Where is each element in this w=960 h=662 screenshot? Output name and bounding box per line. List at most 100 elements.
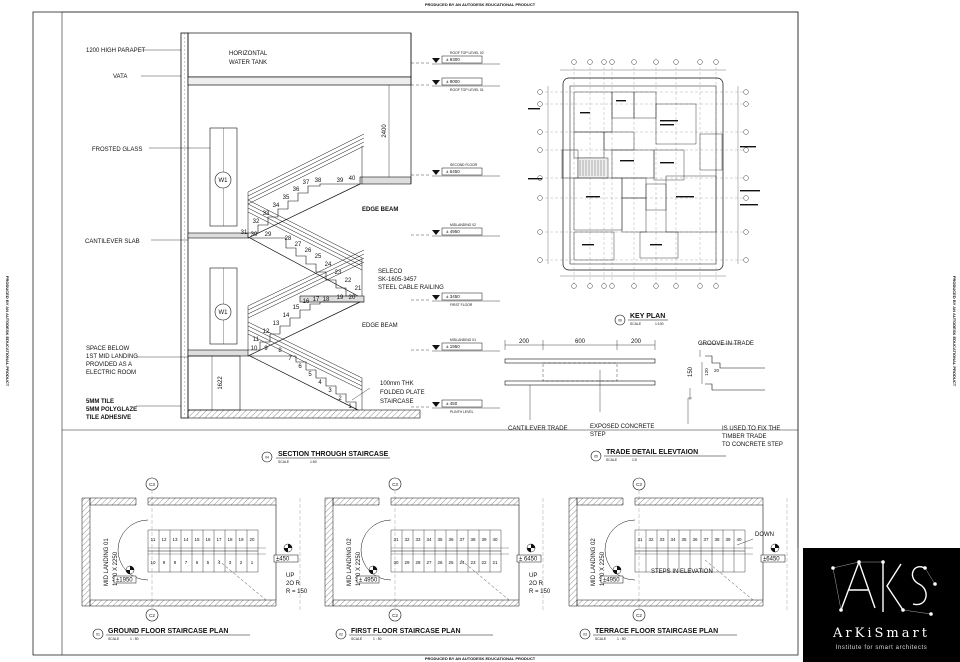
plan-step-number: 2	[240, 560, 243, 565]
step-number: 35	[283, 195, 290, 201]
plan-step-number: 3	[229, 560, 232, 565]
step-number: 38	[315, 178, 322, 184]
plan-step-number: 32	[648, 537, 654, 542]
brand-mark-icon	[831, 559, 937, 616]
step-number: 23	[335, 270, 342, 276]
label-space-below: 1ST MID LANDING	[86, 354, 138, 360]
level-name: ROOF TOP LEVEL 02	[450, 51, 484, 55]
label-finish: TILE ADHESIVE	[86, 415, 131, 421]
step-number: 28	[285, 236, 292, 242]
plan-step-number: 37	[703, 537, 709, 542]
section-scale-label: SCALE	[278, 460, 290, 464]
dimension-2400: 2400	[382, 124, 388, 138]
label-railing: SK-1605-3457	[378, 277, 417, 283]
level-name: MIDLANDING 01	[450, 338, 476, 342]
plan-step-number: 34	[426, 537, 432, 542]
level-value: ± 4950	[446, 229, 460, 234]
label-fix: TIMBER TRADE	[722, 434, 767, 440]
plan-step-number: 27	[426, 560, 432, 565]
plan-note: R = 150	[529, 589, 551, 595]
plan-step-number: 15	[194, 537, 200, 542]
step-number: 6	[298, 364, 302, 370]
tread-dim-120: 120	[704, 368, 709, 376]
level-name: SECOND FLOOR	[450, 163, 478, 167]
plan-step-number: 17	[216, 537, 222, 542]
grid-bubble-c2: C2	[149, 613, 155, 618]
plan-step-number: 28	[415, 560, 421, 565]
keyplan-scale-label: SCALE	[630, 322, 642, 326]
plan-step-number: 25	[448, 560, 454, 565]
plan-step-number: 12	[161, 537, 167, 542]
label-cantilever-tread: CANTILEVER TRADE	[508, 426, 568, 432]
dimension-1622: 1622	[218, 376, 224, 390]
keyplan-title-number: 06	[618, 319, 622, 323]
step-number: 30	[251, 232, 258, 238]
step-number: 7	[288, 356, 292, 362]
step-number: 29	[265, 232, 272, 238]
label-space-below: PROVIDED AS A	[86, 362, 132, 368]
plan-note: DOWN	[755, 532, 774, 538]
plan-title-number: 03	[583, 633, 587, 637]
level-tag: ±450	[276, 557, 290, 563]
plan-note: STEPS IN ELEVATION	[651, 569, 713, 575]
tread-detail: 200 600 200 CANTILEVER TRADE EXPOSED CON…	[504, 339, 783, 462]
plan-scale-label: SCALE	[351, 637, 363, 641]
step-number: 21	[355, 286, 362, 292]
plan-scale: 1 : 50	[373, 637, 382, 641]
label-fix: IS USED TO FIX THE	[722, 426, 780, 432]
step-number: 27	[295, 242, 302, 248]
section-title-number: 04	[265, 456, 269, 460]
step-number: 1	[348, 404, 352, 410]
level-tag: ±1950	[116, 578, 133, 584]
plan-note: R = 150	[286, 589, 308, 595]
landing-label: MID LANDING 02	[347, 538, 353, 586]
plan-scale-label: SCALE	[108, 637, 120, 641]
plan-step-number: 4	[218, 560, 221, 565]
section-title: SECTION THROUGH STAIRCASE	[278, 451, 389, 458]
plan-step-number: 35	[681, 537, 687, 542]
step-number: 5	[308, 372, 312, 378]
level-tag: ±6450	[763, 557, 780, 563]
label-railing: STEEL CABLE RAILING	[378, 285, 444, 291]
landing-size: 1430 X 2250	[356, 551, 362, 586]
step-number: 31	[241, 230, 248, 236]
grid-bubble-c2: C2	[636, 613, 642, 618]
step-number: 4	[318, 380, 322, 386]
level-value: ± 9300	[446, 57, 460, 62]
step-number: 40	[349, 176, 356, 182]
watermark-left: PRODUCED BY AN AUTODESK EDUCATIONAL PROD…	[5, 276, 10, 387]
step-number: 25	[315, 254, 322, 260]
plan-step-number: 35	[437, 537, 443, 542]
step-number: 20	[349, 295, 356, 301]
plan-step-number: 40	[492, 537, 498, 542]
level-tag: ±4950	[603, 578, 620, 584]
step-number: 16	[303, 299, 310, 305]
level-name: PLINTH LEVEL	[450, 410, 474, 414]
label-tank: WATER TANK	[229, 60, 267, 66]
label-frosted-glass: FROSTED GLASS	[92, 147, 142, 153]
plan-step-number: 38	[470, 537, 476, 542]
keyplan-title: KEY PLAN	[630, 313, 665, 320]
plan-scale: 1 : 50	[617, 637, 626, 641]
level-value: ± 450	[446, 401, 458, 406]
plan-step-number: 22	[481, 560, 487, 565]
key-plan: 06 KEY PLAN SCALE 1:100	[528, 59, 760, 326]
plan-step-number: 18	[227, 537, 233, 542]
plan-scale-label: SCALE	[595, 637, 607, 641]
plan-title: GROUND FLOOR STAIRCASE PLAN	[108, 628, 228, 635]
label-vata: VATA	[113, 74, 127, 80]
step-number: 10	[251, 346, 258, 352]
label-tank: HORIZONTAL	[229, 51, 268, 57]
plan-step-number: 16	[205, 537, 211, 542]
level-name: FIRST FLOOR	[450, 303, 473, 307]
plan-title: TERRACE FLOOR STAIRCASE PLAN	[595, 628, 718, 635]
step-number: 13	[273, 321, 280, 327]
plan-step-number: 34	[670, 537, 676, 542]
step-number: 39	[337, 178, 344, 184]
plan-step-number: 29	[404, 560, 410, 565]
label-edge-beam: EDGE BEAM	[362, 207, 398, 213]
step-number: 17	[313, 297, 320, 303]
